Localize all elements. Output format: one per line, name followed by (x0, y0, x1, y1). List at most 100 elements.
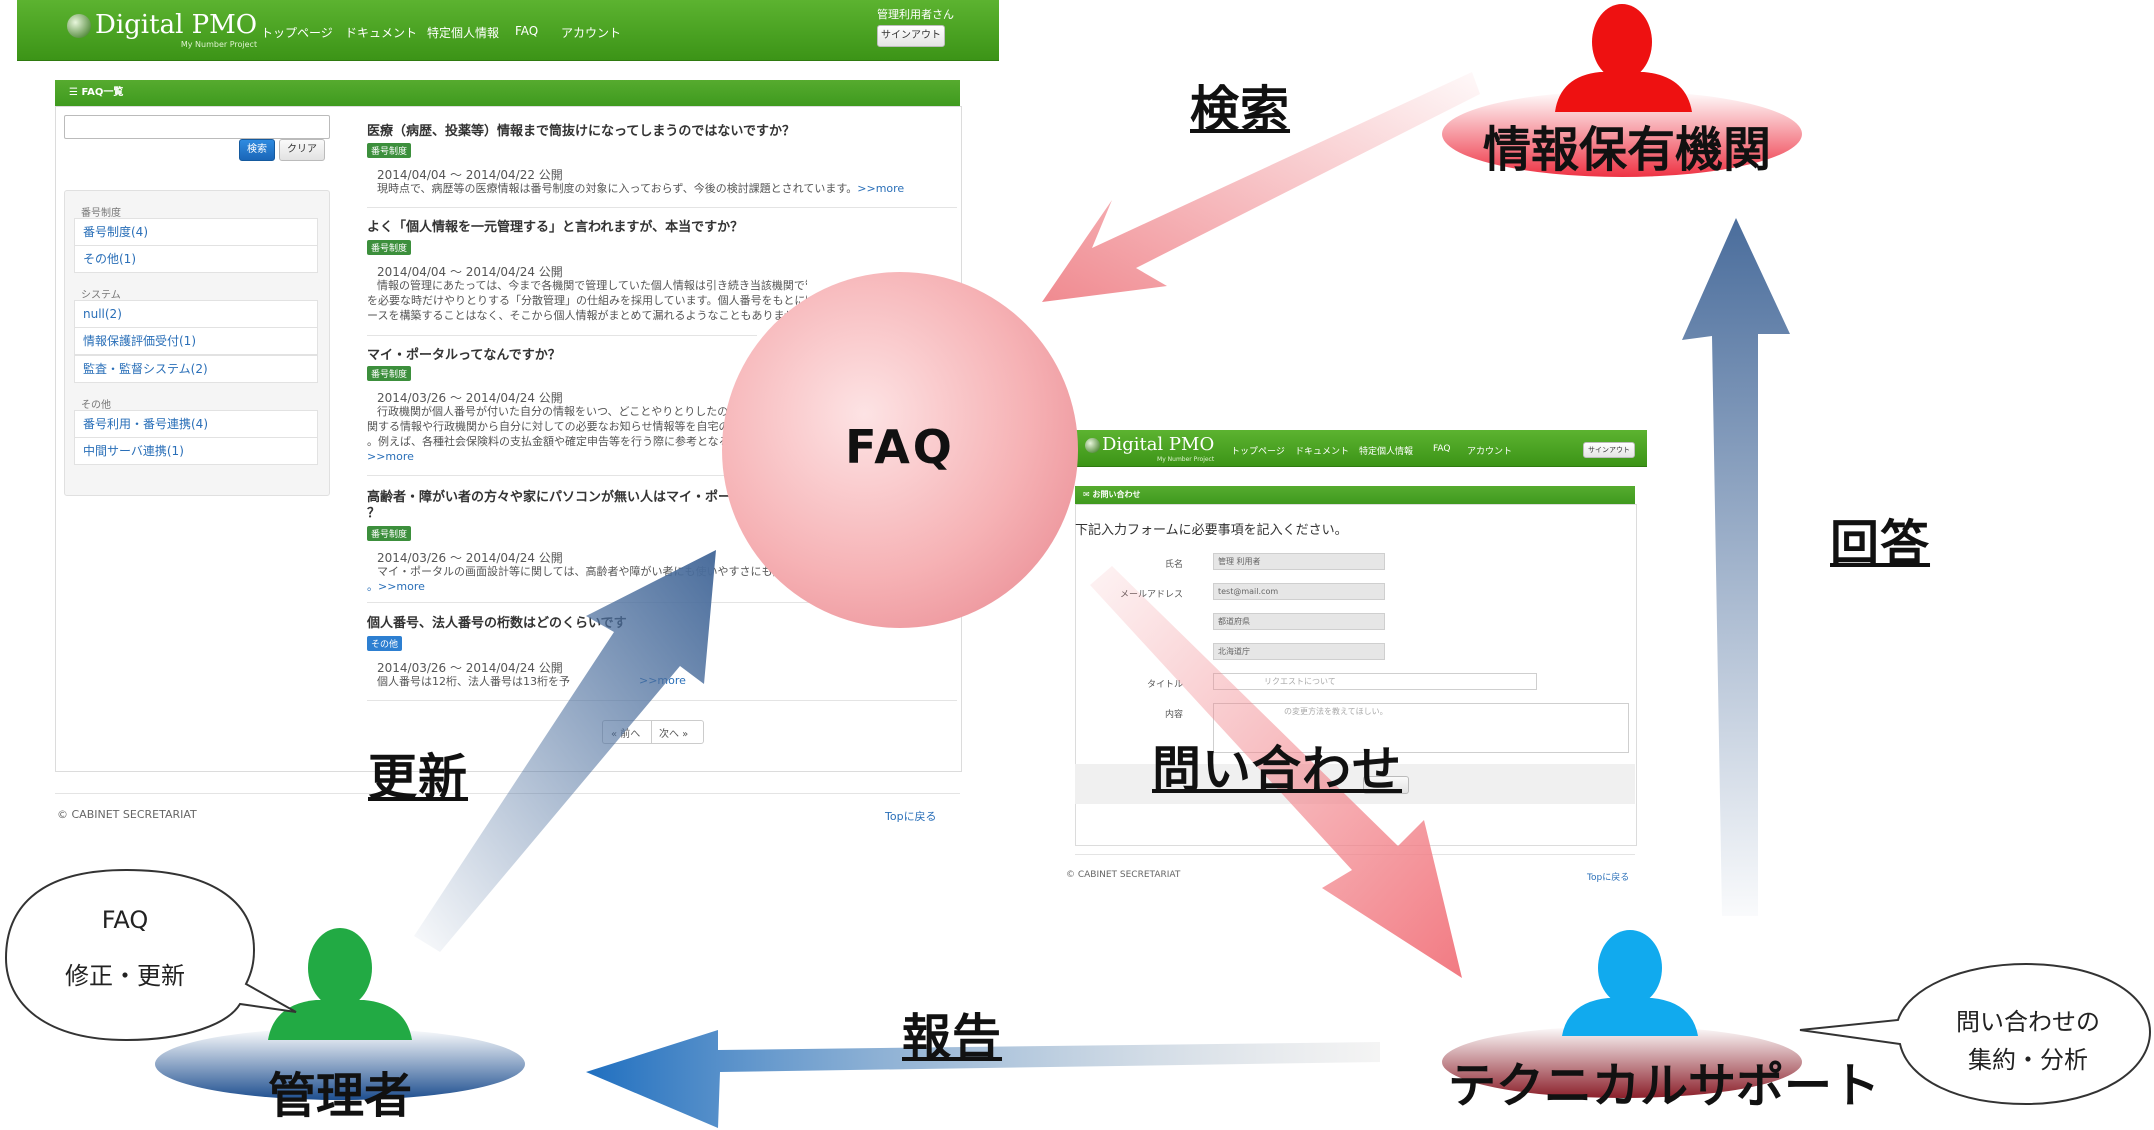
search-input[interactable] (64, 115, 330, 139)
nav-top-page[interactable]: トップページ (1231, 447, 1285, 457)
list-icon: ☰ (69, 87, 82, 98)
title-label: タイトル (1146, 680, 1183, 690)
search-flow-arrow (1042, 72, 1480, 302)
digital-pmo-logo[interactable]: Digital PMO My Number Project (1085, 434, 1214, 463)
faq-summary: 現時点で、病歴等の医療情報は番号制度の対象に入っておらず、今後の検討課題とされて… (377, 182, 905, 195)
prev-page-button[interactable]: « 前へ (611, 729, 641, 740)
logged-in-user: 管理利用者さん (877, 8, 954, 21)
nav-account[interactable]: アカウント (561, 26, 622, 40)
prefecture-field[interactable]: 北海道庁 (1213, 643, 1385, 660)
nav-faq[interactable]: FAQ (1433, 444, 1451, 454)
category-item[interactable]: 中間サーバ連携(1) (74, 437, 318, 465)
top-navbar: Digital PMO My Number Project トップページ ドキュ… (1063, 430, 1647, 467)
logo-mark-icon (1085, 437, 1100, 453)
faq-question-title[interactable]: マイ・ポータルってなんですか？ (367, 348, 561, 363)
category-heading-bangou: 番号制度 (81, 208, 121, 219)
faq-question-title[interactable]: 高齢者・障がい者の方々や家にパソコンが無い人はマイ・ポータル (367, 490, 758, 505)
pager-divider (651, 721, 652, 743)
mail-icon: ✉ (1083, 490, 1093, 499)
nav-specific-personal-info[interactable]: 特定個人情報 (1359, 447, 1414, 457)
answer-flow-arrow (1682, 218, 1790, 916)
clear-button[interactable]: クリア (279, 139, 325, 161)
faq-publish-date: 2014/03/26 ～ 2014/04/24 公開 (377, 391, 563, 405)
search-flow-label: 検索 (1190, 81, 1291, 138)
inquiry-flow-arrow (1090, 566, 1462, 978)
nav-top-page[interactable]: トップページ (261, 26, 333, 40)
faq-category-tag: 番号制度 (367, 366, 412, 381)
name-label: 氏名 (1164, 560, 1183, 570)
info-holder-base (1442, 91, 1802, 177)
faq-center-circle (722, 272, 1078, 628)
faq-category-tag: 番号制度 (367, 143, 412, 158)
faq-summary: 個人番号は12桁、法人番号は13桁を予 (377, 675, 570, 688)
tech-support-person-icon (1562, 930, 1698, 1036)
nav-account[interactable]: アカウント (1467, 447, 1513, 457)
category-heading-system: システム (81, 290, 121, 301)
faq-publish-date: 2014/03/26 ～ 2014/04/24 公開 (377, 661, 563, 675)
footer-copyright: © CABINET SECRETARIAT (1066, 870, 1181, 880)
logo-mark-icon (67, 14, 91, 38)
category-item[interactable]: null(2) (74, 300, 318, 328)
top-navbar: Digital PMO My Number Project トップページ ドキュ… (17, 0, 999, 61)
faq-divider (367, 700, 957, 701)
faq-category-tag: その他 (367, 636, 403, 651)
update-flow-arrow (414, 550, 716, 952)
answer-flow-label: 回答 (1830, 515, 1931, 572)
nav-documents[interactable]: ドキュメント (345, 26, 418, 40)
category-item[interactable]: 情報保護評価受付(1) (74, 327, 318, 355)
email-field[interactable]: test@mail.com (1213, 583, 1385, 600)
contact-form-screenshot: Digital PMO My Number Project トップページ ドキュ… (1063, 430, 1647, 890)
digital-pmo-logo[interactable]: Digital PMO My Number Project (67, 10, 257, 49)
faq-divider (367, 475, 747, 476)
admin-label: 管理者 (267, 1068, 412, 1124)
tech-bubble-line1: 問い合わせの (1956, 1008, 2100, 1036)
faq-question-title[interactable]: 個人番号、法人番号の桁数はどのくらいです (367, 616, 627, 631)
footer-rule (55, 793, 960, 794)
pagination: « 前へ 次へ » (602, 720, 704, 744)
admin-person-icon (268, 928, 412, 1040)
tech-support-label: テクニカルサポート (1447, 1058, 1880, 1114)
email-label: メールアドレス (1119, 590, 1183, 600)
faq-question-title-cont: ？ (367, 506, 381, 521)
submit-button[interactable] (1363, 776, 1409, 794)
faq-publish-date: 2014/04/04 ～ 2014/04/24 公開 (377, 265, 563, 279)
search-button[interactable]: 検索 (239, 139, 275, 161)
admin-base (155, 1028, 525, 1100)
signout-button[interactable]: サインアウト (1583, 442, 1635, 458)
inquiry-flow-label: 問い合わせ (1152, 741, 1403, 798)
tech-support-speech-bubble (1799, 962, 2152, 1106)
admin-speech-bubble (4, 868, 297, 1042)
footer-copyright: © CABINET SECRETARIAT (57, 808, 197, 821)
name-field[interactable]: 管理 利用者 (1213, 553, 1385, 570)
nav-specific-personal-info[interactable]: 特定個人情報 (427, 26, 500, 40)
info-holder-person-icon (1555, 4, 1692, 112)
faq-question-title[interactable]: 医療（病歴、投薬等）情報まで筒抜けになってしまうのではないですか？ (367, 124, 795, 139)
form-intro-text: 下記入力フォームに必要事項を記入ください。 (1075, 523, 1348, 538)
faq-divider (367, 335, 757, 336)
faq-category-tag: 番号制度 (367, 240, 412, 255)
faq-list-screenshot: Digital PMO My Number Project トップページ ドキュ… (17, 0, 999, 830)
tech-support-base (1442, 1026, 1802, 1098)
more-link[interactable]: 。>>more (367, 580, 425, 593)
faq-category-tag: 番号制度 (367, 526, 412, 541)
info-holder-label: 情報保有機関 (1482, 122, 1771, 178)
faq-summary: 情報の管理にあたっては、今まで各機関で管理していた個人情報は引き続き当該機関で管… (367, 279, 807, 322)
more-link[interactable]: >>more (857, 182, 905, 195)
category-item[interactable]: その他(1) (74, 245, 318, 273)
contact-panel-header: ✉ お問い合わせ (1075, 486, 1635, 504)
faq-question-title[interactable]: よく「個人情報を一元管理する」と言われますが、本当ですか？ (367, 220, 744, 235)
report-flow-label: 報告 (902, 1009, 1003, 1066)
back-to-top-link[interactable]: Topに戻る (885, 810, 937, 823)
nav-documents[interactable]: ドキュメント (1295, 447, 1350, 457)
back-to-top-link[interactable]: Topに戻る (1587, 873, 1630, 883)
prefecture-type-field[interactable]: 都道府県 (1213, 613, 1385, 630)
category-item[interactable]: 監査・監督システム(2) (74, 355, 318, 383)
faq-publish-date: 2014/03/26 ～ 2014/04/24 公開 (377, 551, 563, 565)
tech-bubble-line2: 集約・分析 (1968, 1046, 2088, 1074)
next-page-button[interactable]: 次へ » (659, 729, 689, 740)
nav-faq[interactable]: FAQ (515, 24, 539, 38)
signout-button[interactable]: サインアウト (877, 25, 945, 47)
update-flow-label: 更新 (368, 749, 469, 806)
more-link[interactable]: >>more (367, 450, 414, 463)
